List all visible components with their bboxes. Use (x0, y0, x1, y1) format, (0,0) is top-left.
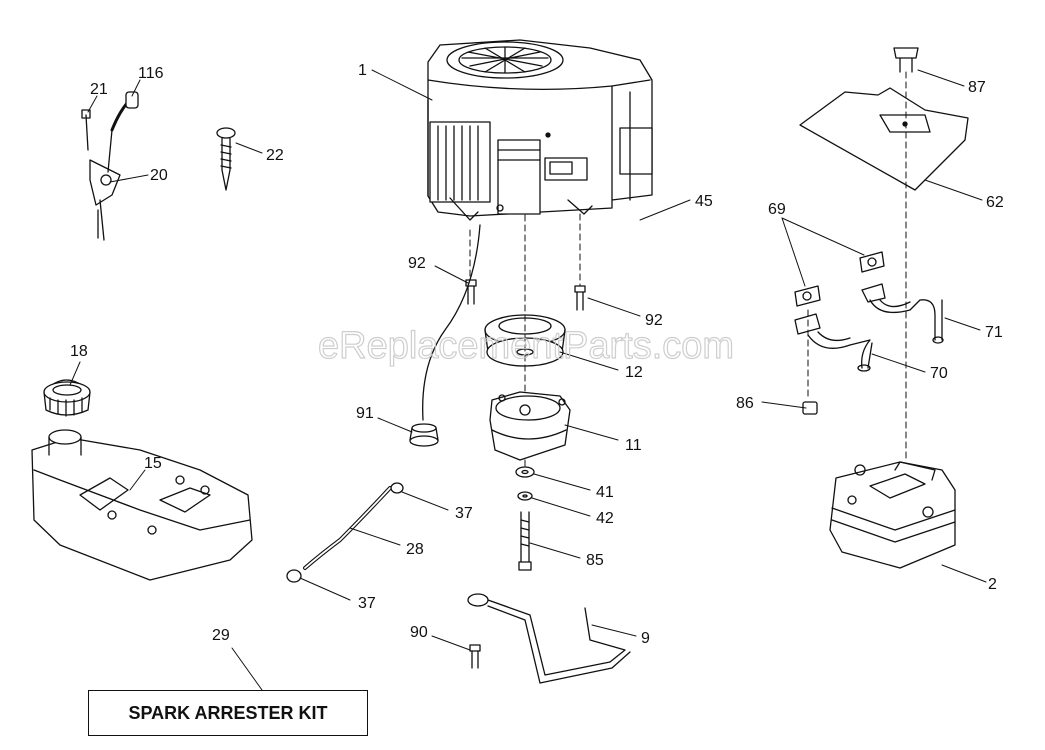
fuel-filter-part (409, 423, 439, 447)
callout-92a: 92 (408, 255, 426, 272)
throttle-control-part (81, 91, 139, 241)
callout-42: 42 (596, 510, 614, 527)
leader-lines (69, 69, 987, 691)
bolt-85-part (518, 511, 532, 571)
muffler-part (829, 461, 956, 569)
callout-71: 71 (985, 324, 1003, 341)
bolt-90-part (469, 644, 481, 669)
callout-69: 69 (768, 201, 786, 218)
watermark-text: eReplacementParts.com (318, 325, 734, 367)
callout-116: 116 (138, 65, 164, 82)
callout-91: 91 (356, 405, 374, 422)
callout-45: 45 (695, 193, 713, 210)
callout-37a: 37 (455, 505, 473, 522)
callout-29: 29 (212, 627, 230, 644)
callout-12: 12 (625, 364, 643, 381)
callout-85: 85 (586, 552, 604, 569)
fuel-cap-part (43, 379, 91, 417)
callout-62: 62 (986, 194, 1004, 211)
callout-9: 9 (641, 630, 650, 647)
exhaust-pipe-71-part (861, 283, 944, 344)
callout-37b: 37 (358, 595, 376, 612)
callout-21: 21 (90, 81, 108, 98)
fuel-line-part (303, 224, 481, 570)
bolt-92b-part (574, 285, 586, 311)
callout-87: 87 (968, 79, 986, 96)
pulley-part (484, 314, 566, 367)
bolt-87-part (893, 47, 919, 73)
clutch-part (489, 391, 571, 461)
callout-92b: 92 (645, 312, 663, 329)
exhaust-pipe-70-part (794, 313, 873, 372)
callout-labels: 1 116 21 22 20 45 92 92 12 11 91 41 42 8… (70, 62, 1004, 647)
heat-shield-part (799, 87, 969, 191)
callout-1: 1 (358, 62, 367, 79)
gasket-69-part (794, 251, 885, 307)
screw-22-part (216, 127, 236, 191)
washer-42-part (517, 491, 533, 501)
alignment-lines (469, 71, 907, 471)
spark-arrester-kit-label: SPARK ARRESTER KIT (88, 690, 368, 736)
callout-20: 20 (150, 167, 168, 184)
callout-90: 90 (410, 624, 428, 641)
callout-41: 41 (596, 484, 614, 501)
clamp-37b-part (286, 569, 302, 583)
clamp-37a-part (390, 482, 404, 494)
bolt-92a-part (465, 279, 477, 305)
callout-86: 86 (736, 395, 754, 412)
callout-2: 2 (988, 576, 997, 593)
fuel-tank-part (31, 429, 253, 581)
washer-41-part (515, 466, 535, 478)
callout-22: 22 (266, 147, 284, 164)
rod-part (467, 593, 631, 684)
callout-18: 18 (70, 343, 88, 360)
callout-11: 11 (625, 437, 642, 454)
callout-15: 15 (144, 455, 162, 472)
callout-28: 28 (406, 541, 424, 558)
engine-part (427, 39, 653, 221)
callout-70: 70 (930, 365, 948, 382)
